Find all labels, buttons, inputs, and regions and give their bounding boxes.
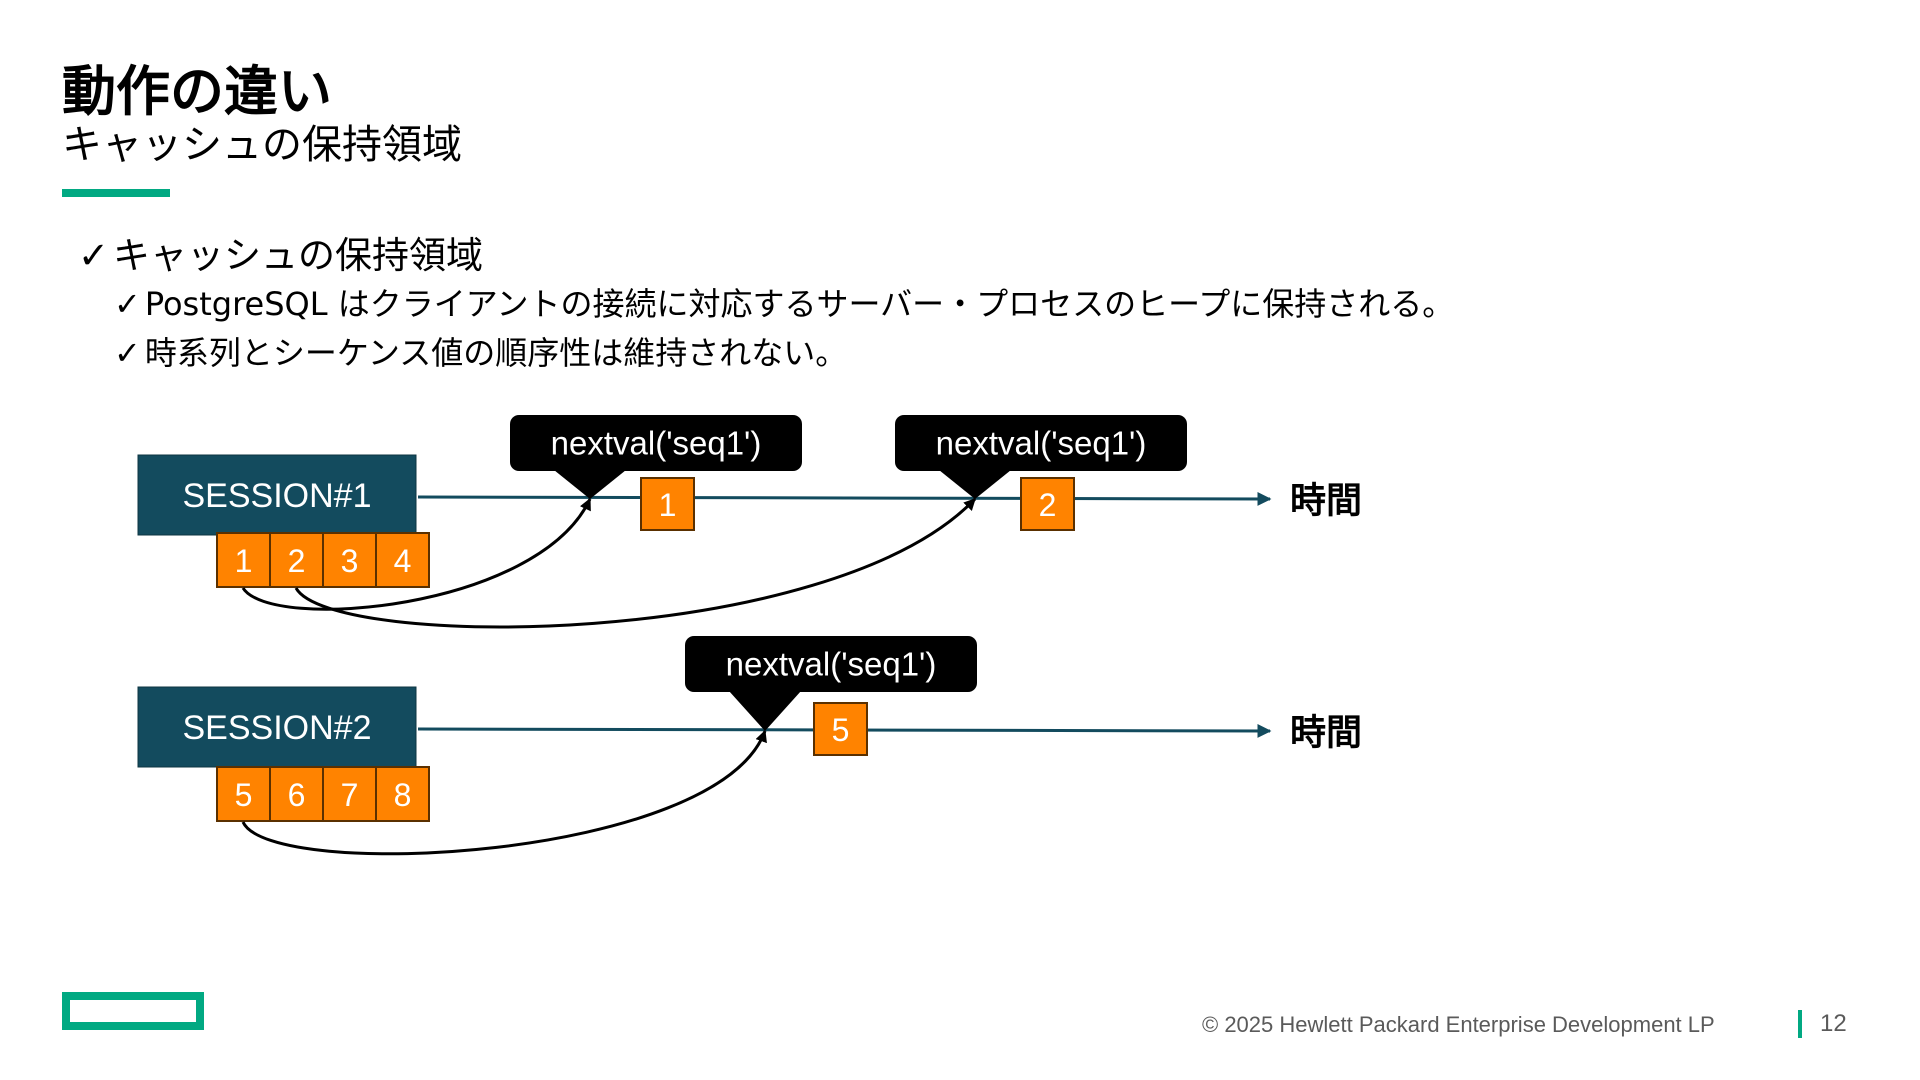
cache-value: 1 (235, 543, 253, 579)
fetch-curve-arrow (241, 497, 592, 611)
time-axis-label: 時間 (1290, 480, 1362, 521)
callout-pointer (729, 691, 801, 731)
result-value-box (640, 477, 695, 531)
cache-value: 8 (394, 777, 412, 813)
fetch-curve-arrow (241, 729, 767, 856)
footer-divider (1798, 1010, 1802, 1038)
cache-value: 7 (341, 777, 359, 813)
result-value-box (1020, 477, 1075, 531)
nextval-callout (685, 636, 977, 692)
cache-value: 5 (235, 777, 253, 813)
brand-logo (62, 992, 204, 1030)
checkmark-icon: ✓ (114, 285, 141, 323)
bullet-sub-2: ✓時系列とシーケンス値の順序性は維持されない。 (114, 332, 847, 374)
cache-value: 2 (288, 543, 306, 579)
cache-value: 6 (288, 777, 306, 813)
cache-value-cell (375, 766, 430, 822)
cache-value-cell (216, 532, 271, 588)
bullet-sub-2-text: 時系列とシーケンス値の順序性は維持されない。 (144, 334, 848, 372)
session-box (137, 454, 417, 536)
nextval-call-label: nextval('seq1') (551, 425, 762, 462)
result-value: 5 (832, 712, 850, 748)
result-value: 2 (1039, 487, 1057, 523)
slide-title: 動作の違い (62, 60, 332, 123)
nextval-call-label: nextval('seq1') (726, 646, 937, 683)
checkmark-icon: ✓ (78, 234, 110, 277)
session-label: SESSION#2 (183, 709, 372, 747)
cache-value-cell (322, 766, 377, 822)
result-value: 1 (659, 487, 677, 523)
timeline-arrow (417, 491, 1272, 506)
callout-pointer (554, 470, 626, 499)
title-accent-bar (62, 189, 170, 197)
fetch-curve-arrow (294, 497, 977, 629)
bullet-main: ✓キャッシュの保持領域 (78, 232, 483, 280)
nextval-callout (510, 415, 802, 471)
bullet-main-text: キャッシュの保持領域 (113, 234, 484, 277)
nextval-call-label: nextval('seq1') (936, 425, 1147, 462)
page-number: 12 (1820, 1010, 1847, 1037)
slide-subtitle: キャッシュの保持領域 (62, 122, 462, 168)
callout-pointer (939, 470, 1011, 499)
cache-value: 4 (394, 543, 412, 579)
result-value-box (813, 702, 868, 756)
bullet-sub-1-text: PostgreSQL はクライアントの接続に対応するサーバー・プロセスのヒープに… (144, 285, 1455, 323)
session-label: SESSION#1 (183, 477, 372, 515)
cache-value: 3 (341, 543, 359, 579)
footer-copyright: © 2025 Hewlett Packard Enterprise Develo… (1202, 1012, 1715, 1037)
time-axis-label: 時間 (1290, 712, 1362, 753)
bullet-sub-1: ✓PostgreSQL はクライアントの接続に対応するサーバー・プロセスのヒープ… (114, 283, 1454, 325)
cache-value-cell (375, 532, 430, 588)
checkmark-icon: ✓ (114, 334, 141, 372)
session-box (137, 686, 417, 768)
nextval-callout (895, 415, 1187, 471)
